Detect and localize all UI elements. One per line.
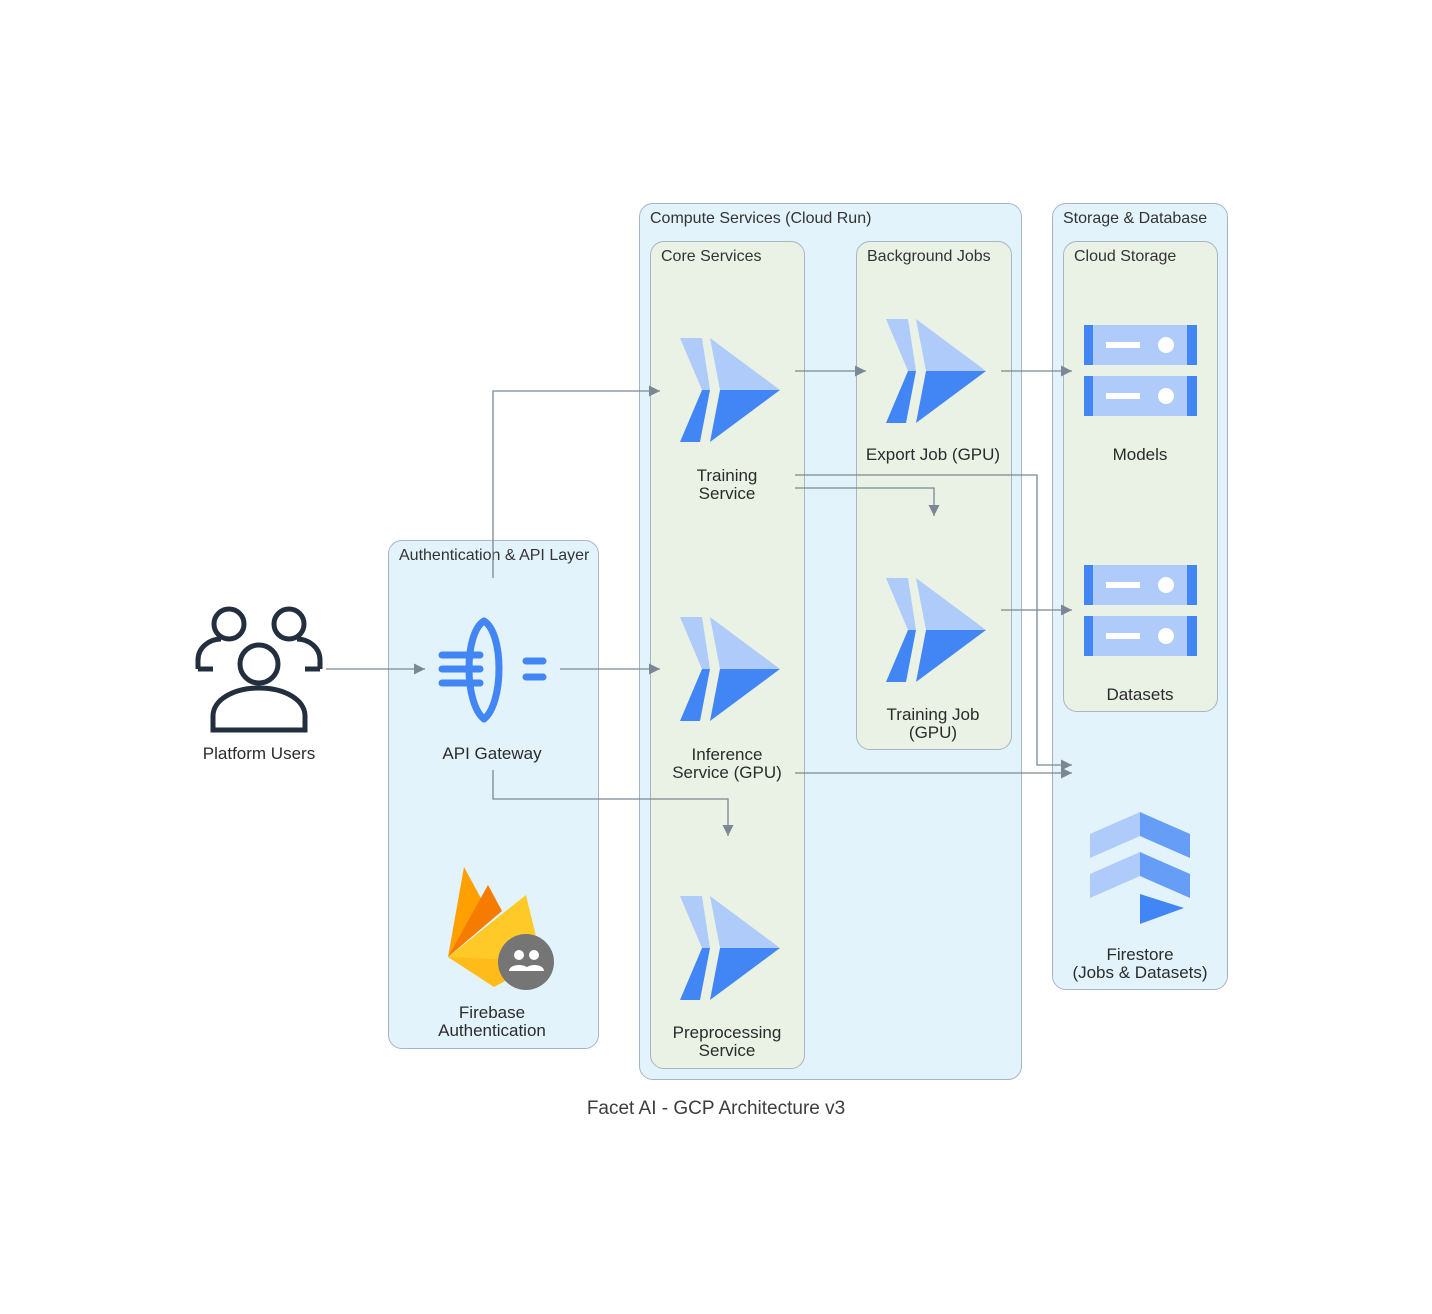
inference-service-label: Inference Service (GPU) [672, 745, 782, 782]
training-service-label: Training Service [696, 466, 758, 503]
firebase-authentication-icon [448, 867, 554, 990]
export-job-label: Export Job (GPU) [865, 445, 1001, 464]
api-gateway-icon [438, 617, 547, 723]
cloud-run-icon [886, 319, 986, 423]
diagram-title: Facet AI - GCP Architecture v3 [586, 1098, 846, 1119]
cloud-run-icon [886, 578, 986, 682]
edge-training-service-to-firestore [795, 474, 1072, 771]
cloud-storage-icon [1084, 565, 1197, 656]
cloud-storage-icon [1084, 325, 1197, 416]
cloud-run-icon [680, 617, 780, 721]
cluster-title: Core Services [661, 248, 762, 265]
cluster-title: Cloud Storage [1074, 248, 1177, 265]
cluster-title: Authentication & API Layer [399, 547, 590, 564]
edge-gateway-to-preprocessing [492, 770, 734, 836]
cluster-title: Compute Services (Cloud Run) [650, 210, 872, 227]
edge-gateway-to-training-service [492, 385, 660, 578]
firestore-label: Firestore (Jobs & Datasets) [1072, 945, 1208, 982]
training-job-label: Training Job (GPU) [886, 705, 980, 742]
firestore-icon [1090, 812, 1190, 924]
edge-training-service-to-training-job [795, 487, 940, 516]
cluster-title: Storage & Database [1063, 210, 1208, 227]
cloud-run-icon [680, 896, 780, 1000]
api-gateway-label: API Gateway [442, 744, 542, 763]
models-label: Models [1112, 445, 1168, 464]
cloud-run-icon [680, 338, 780, 442]
firebase-authentication-label: Firebase Authentication [438, 1003, 546, 1040]
cluster-title: Background Jobs [867, 248, 991, 265]
users-icon [195, 606, 323, 733]
users-label: Platform Users [202, 744, 316, 763]
preprocessing-service-label: Preprocessing Service [672, 1023, 782, 1060]
datasets-label: Datasets [1106, 685, 1174, 704]
